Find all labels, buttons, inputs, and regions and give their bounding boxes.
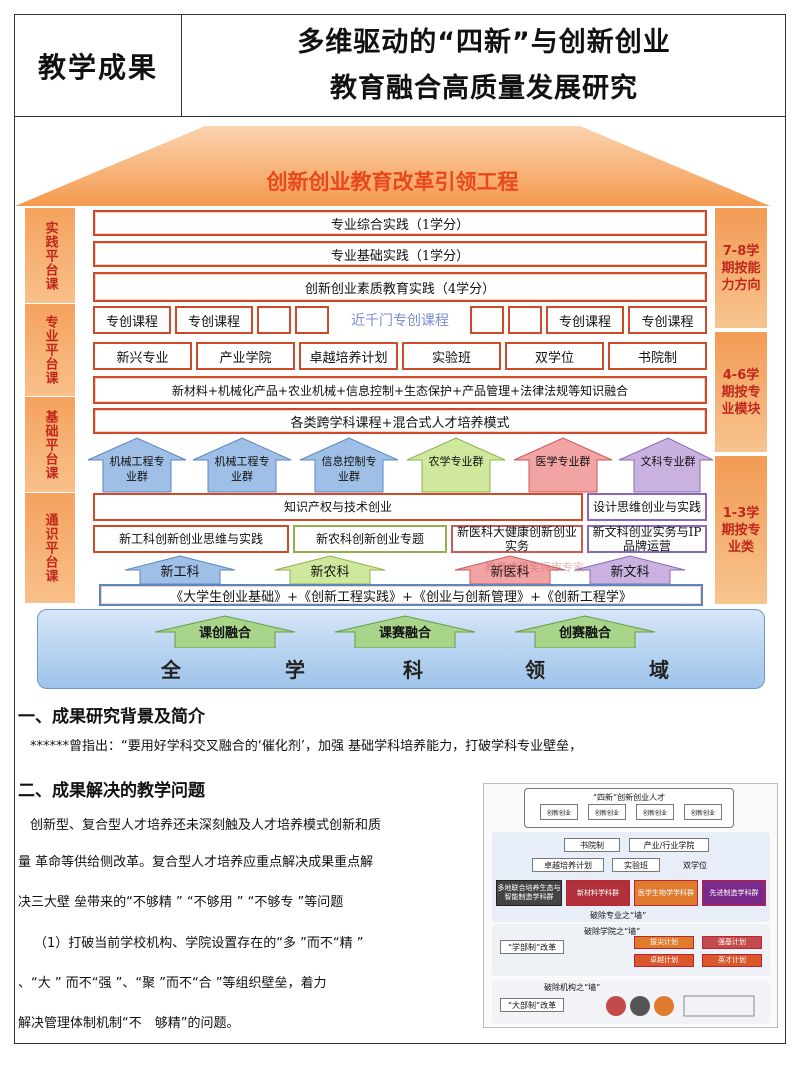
term-7-8: 7-8学期按能力方向 — [715, 208, 767, 328]
base-word: 领 — [525, 658, 545, 682]
design-thinking-box: 设计思维创业与实践 — [587, 493, 707, 521]
topic-new-liberal-arts: 新文科创业实务与IP品牌运营 — [587, 525, 707, 553]
achievement-label: 教学成果 — [15, 15, 182, 116]
course-cell-empty — [470, 306, 504, 334]
platform-practice: 实践平台课 — [25, 208, 75, 303]
base-word: 全 — [161, 658, 181, 682]
bar-quality-practice: 创新创业素质教育实践（4学分） — [93, 272, 707, 302]
topic-new-agriculture: 新农科创新创业专题 — [293, 525, 447, 553]
platform-major: 专业平台课 — [25, 304, 75, 396]
inset-red-box: 新材料学科群 — [566, 880, 630, 906]
course-cell-empty — [257, 306, 291, 334]
inset-small-box: 创新创业 — [636, 804, 674, 820]
program-cell: 实验班 — [402, 342, 501, 370]
course-center-label: 近千门专创课程 — [333, 306, 467, 334]
inset-red-box: 先进制造学科群 — [702, 880, 766, 906]
inset-red-box: 多地联合培养生态与智能制造学科群 — [496, 880, 562, 906]
bar-comprehensive-practice: 专业综合实践（1学分） — [93, 210, 707, 236]
section-2-line: 量 革命等供给侧改革。复合型人才培养应重点解决成果重点解 — [18, 855, 374, 870]
base-word: 域 — [649, 658, 669, 682]
inset-small-box: 创新创业 — [588, 804, 626, 820]
cross-discipline-bar: 各类跨学科课程+混合式人才培养模式 — [93, 408, 707, 434]
program-cell: 双学位 — [505, 342, 604, 370]
fusion-innovation-competition: 创赛融合 — [558, 626, 611, 641]
course-cell: 专创课程 — [546, 306, 624, 334]
inset-exp-class: 实验班 — [612, 858, 660, 872]
section-2-line: 、“大 ” 而不“强 ”、“聚 ”而不“合 ”等组织壁垒，着力 — [18, 976, 327, 991]
inset-red-box: 医学生物学学科群 — [634, 880, 698, 906]
header: 教学成果 多维驱动的“四新”与创新创业 教育融合高质量发展研究 — [15, 15, 785, 117]
cluster-mechanical: 机械工程专业群 — [109, 455, 165, 483]
topic-new-medicine: 新医科大健康创新创业实务 — [451, 525, 583, 553]
course-cell-empty — [508, 306, 542, 334]
inset-wall-institution: 破除机构之“墙” — [544, 983, 601, 992]
page-title: 多维驱动的“四新”与创新创业 教育融合高质量发展研究 — [183, 15, 785, 116]
inset-plan: 强基计划 — [702, 936, 762, 949]
inset-double-degree: 双学位 — [683, 860, 707, 870]
base-word: 学 — [285, 658, 305, 682]
section-1-title: 一、成果研究背景及简介 — [18, 707, 205, 727]
course-cell: 专创课程 — [93, 306, 171, 334]
fusion-arrows — [155, 615, 655, 648]
cluster-liberal-arts: 文科专业群 — [640, 455, 696, 468]
bar-basic-practice: 专业基础实践（1学分） — [93, 241, 707, 267]
roof-shape — [15, 126, 770, 206]
inset-diagram: “四新”创新创业人才 创新创业 创新创业 创新创业 创新创业 书院制 产业/行业… — [483, 783, 778, 1028]
program-cell: 新兴专业 — [93, 342, 192, 370]
cluster-info-control: 信息控制专业群 — [321, 455, 377, 483]
course-cell-empty — [295, 306, 329, 334]
ip-bar: 知识产权与技术创业 — [93, 493, 583, 521]
platform-general: 通识平台课 — [25, 493, 75, 603]
new-liberal-arts-label: 新文科 — [610, 565, 650, 580]
inset-college-system: 书院制 — [564, 838, 620, 852]
inset-industry-college: 产业/行业学院 — [629, 838, 709, 852]
course-cell: 专创课程 — [628, 306, 707, 334]
fusion-course-innovation: 课创融合 — [198, 626, 251, 641]
section-1-text: ******曾指出：“要用好学科交叉融合的‘催化剂’，加强 基础学科培养能力，打… — [30, 739, 583, 754]
title-line-1: 多维驱动的“四新”与创新创业 — [297, 26, 671, 58]
four-new-arrows — [125, 555, 685, 584]
inset-reform-2: “大部制”改革 — [500, 998, 564, 1012]
inset-plan: 卓越计划 — [634, 954, 694, 967]
section-2-title: 二、成果解决的教学问题 — [18, 781, 205, 801]
program-cell: 书院制 — [608, 342, 707, 370]
new-medicine-label: 新医科 — [490, 565, 530, 580]
base-word: 科 — [403, 658, 423, 682]
topic-new-engineering: 新工科创新创业思维与实践 — [93, 525, 289, 553]
new-agriculture-label: 新农科 — [310, 565, 350, 580]
cluster-mechanical-2: 机械工程专业群 — [214, 455, 270, 483]
inset-wall-major: 破除专业之“墙” — [590, 911, 647, 920]
inset-reform-1: “学部制”改革 — [500, 940, 564, 954]
knowledge-fusion-bar: 新材料+机械化产品+农业机械+信息控制+生态保护+产品管理+法律法规等知识融合 — [93, 376, 707, 404]
cluster-arrows — [87, 437, 713, 493]
inset-plan: 拔尖计划 — [634, 936, 694, 949]
inset-circles — [606, 995, 755, 1017]
section-2-line: （1）打破当前学校机构、学院设置存在的“多 ”而不“精 ” — [34, 936, 364, 951]
framework-diagram: 创新创业教育改革引领工程 实践平台课 专业平台课 基础平台课 通识平台课 7-8… — [15, 118, 785, 693]
inset-small-box: 创新创业 — [540, 804, 578, 820]
course-cell: 专创课程 — [175, 306, 253, 334]
section-2-line: 创新型、复合型人才培养还未深刻触及人才培养模式创新和质 — [30, 818, 382, 833]
watermark: 教育成果奖评审专家 — [485, 561, 584, 574]
core-course-bar: 《大学生创业基础》+《创新工程实践》+《创业与创新管理》+《创新工程学》 — [99, 584, 703, 606]
cluster-medical: 医学专业群 — [535, 455, 591, 468]
page-frame: 教学成果 多维驱动的“四新”与创新创业 教育融合高质量发展研究 — [14, 14, 786, 1044]
cluster-agri: 农学专业群 — [428, 455, 484, 468]
program-cell: 产业学院 — [196, 342, 295, 370]
inset-small-box: 创新创业 — [684, 804, 722, 820]
term-4-6: 4-6学期按专业模块 — [715, 332, 767, 452]
section-2-line: 解决管理体制机制“不 够精”的问题。 — [18, 1016, 240, 1031]
fusion-course-competition: 课赛融合 — [378, 626, 431, 641]
term-1-3: 1-3学期按专业类 — [715, 456, 767, 604]
inset-wall-college: 破除学院之“墙” — [584, 927, 641, 936]
title-line-2: 教育融合高质量发展研究 — [330, 72, 638, 104]
inset-excellence-plan: 卓越培养计划 — [532, 858, 604, 872]
program-cell: 卓越培养计划 — [299, 342, 398, 370]
inset-plan: 英才计划 — [702, 954, 762, 967]
platform-basic: 基础平台课 — [25, 397, 75, 492]
roof-title: 创新创业教育改革引领工程 — [266, 169, 519, 194]
section-2-line: 决三大壁 垒带来的“不够精 ” “不够用 ” “不够专 ”等问题 — [18, 895, 344, 910]
new-engineering-label: 新工科 — [160, 565, 200, 580]
